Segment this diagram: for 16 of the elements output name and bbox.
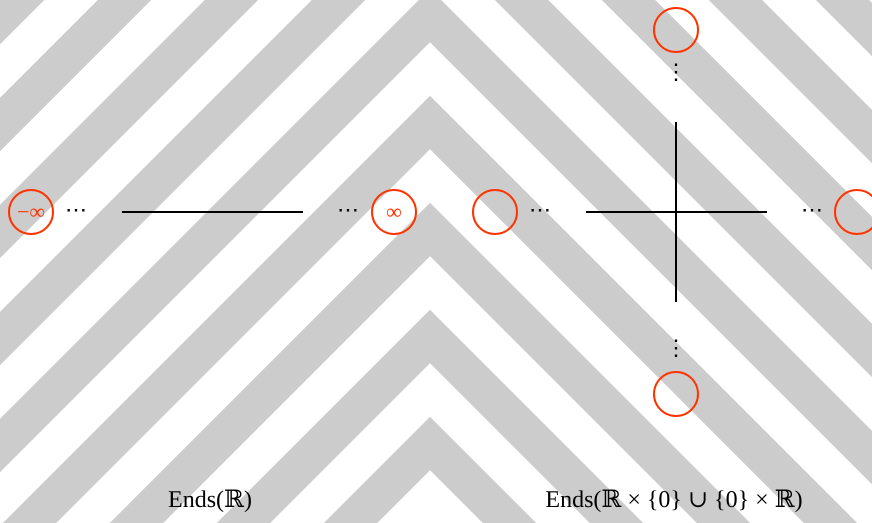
circle [653,371,699,417]
ellipsis: ⋯ [801,199,823,221]
caption: Ends(ℝ) [168,488,252,512]
circle [8,189,54,235]
circle [653,7,699,53]
ellipsis: ⋮ [665,61,687,83]
ellipsis: ⋯ [65,199,87,221]
circle-label: ∞ [386,201,402,223]
circle [472,189,518,235]
circle-label: −∞ [16,201,46,223]
circle [371,189,417,235]
ellipsis: ⋯ [529,199,551,221]
caption: Ends(ℝ × {0} ∪ {0} × ℝ) [545,488,803,512]
circle [834,189,872,235]
ellipsis: ⋮ [665,337,687,359]
ellipsis: ⋯ [337,199,359,221]
